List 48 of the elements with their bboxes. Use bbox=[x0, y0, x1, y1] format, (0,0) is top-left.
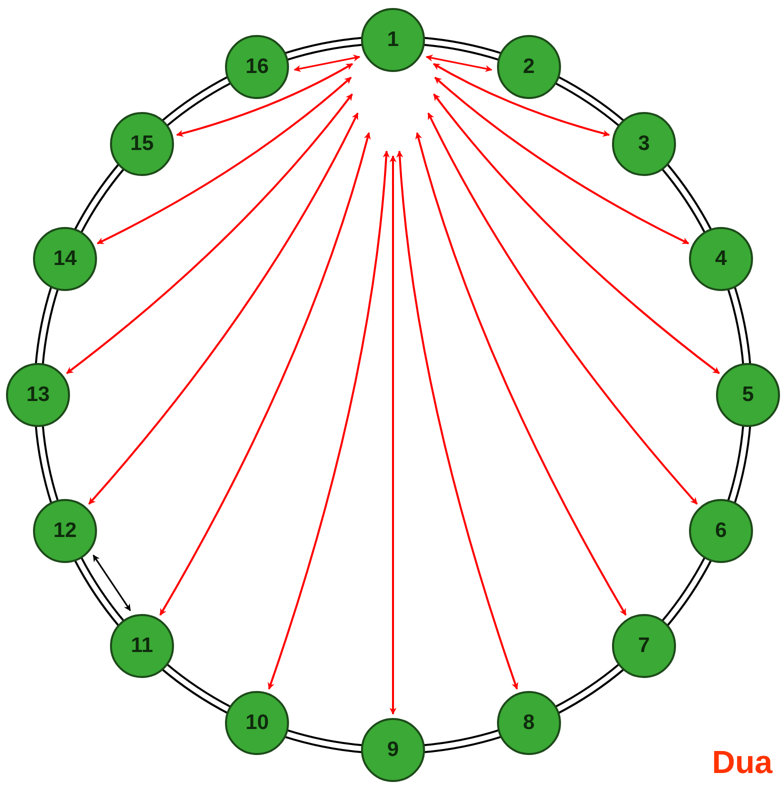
ring-link bbox=[554, 75, 626, 128]
node-number: 1 bbox=[387, 28, 399, 52]
arrow bbox=[268, 150, 390, 690]
arrow bbox=[66, 94, 353, 374]
title-text: Dua bbox=[712, 744, 772, 781]
ring-link bbox=[160, 662, 232, 715]
node-number: 11 bbox=[130, 634, 154, 658]
node-number: 2 bbox=[523, 55, 535, 80]
arrow bbox=[159, 132, 371, 616]
node-circle bbox=[225, 35, 290, 100]
arrow bbox=[88, 112, 359, 505]
ring-link bbox=[554, 662, 626, 715]
node-number: 13 bbox=[26, 383, 50, 407]
ring-link bbox=[660, 556, 713, 628]
arrow bbox=[92, 554, 131, 612]
ring-link bbox=[73, 556, 126, 628]
arrow bbox=[434, 76, 690, 244]
node-number: 12 bbox=[53, 518, 77, 543]
arrow bbox=[432, 62, 610, 137]
node-number: 8 bbox=[523, 710, 535, 735]
arrow bbox=[396, 150, 518, 690]
node-number: 5 bbox=[742, 383, 754, 407]
arrow bbox=[294, 54, 360, 72]
ring-link bbox=[660, 162, 713, 234]
ring-link bbox=[160, 75, 232, 128]
arrow bbox=[390, 155, 396, 715]
node-number: 6 bbox=[715, 518, 727, 543]
node-circle bbox=[496, 35, 561, 100]
node-circle bbox=[612, 614, 676, 678]
node-number: 4 bbox=[715, 247, 727, 272]
arrow bbox=[176, 62, 354, 137]
node-number: 16 bbox=[245, 55, 269, 80]
node-number: 15 bbox=[130, 132, 154, 156]
node-number: 9 bbox=[387, 738, 399, 762]
node-number: 10 bbox=[245, 710, 269, 735]
arrow bbox=[427, 112, 698, 505]
node-number: 7 bbox=[638, 634, 650, 658]
ring-link bbox=[73, 162, 126, 234]
node-number: 3 bbox=[638, 132, 650, 156]
node-circle bbox=[612, 112, 676, 176]
arrow bbox=[415, 132, 627, 616]
arrow bbox=[433, 94, 720, 374]
node-circle bbox=[110, 614, 174, 678]
node-number: 14 bbox=[53, 247, 77, 272]
arrow bbox=[426, 54, 492, 72]
node-circle bbox=[33, 498, 98, 563]
arrow bbox=[96, 76, 352, 244]
node-circle bbox=[110, 112, 174, 176]
